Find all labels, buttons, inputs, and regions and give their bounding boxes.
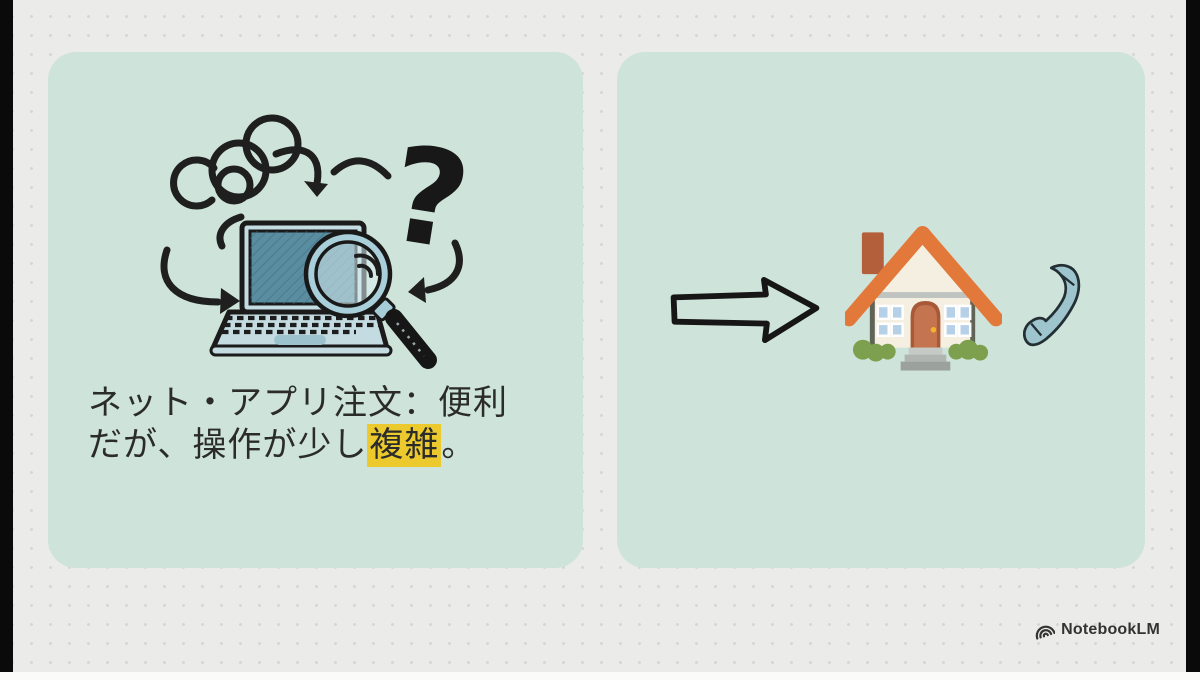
caption-line-2: だが、操作が少し複雑。: [88, 424, 568, 467]
letterbox-right: [1186, 0, 1200, 680]
caption-line-1: ネット・アプリ注文：便利: [88, 384, 508, 422]
scribble-tangle-icon: [208, 114, 302, 205]
right-panel-card: [617, 52, 1145, 568]
block-arrow-right-icon: [670, 276, 820, 344]
telephone-receiver-icon: [1023, 263, 1081, 347]
notebooklm-logo: NotebookLM: [1033, 616, 1160, 644]
caption: ネット・アプリ注文：便利 だが、操作が少し複雑。: [88, 382, 568, 467]
highlighted-word: 複雑: [367, 424, 442, 467]
question-mark-icon: ?: [379, 117, 479, 281]
magnifying-glass-icon: [303, 229, 437, 369]
arc-doodle-icon: [170, 156, 218, 210]
curved-arrow-right-icon: [408, 239, 463, 303]
left-panel-card: ?: [48, 52, 583, 568]
confusion-illustration: ?: [160, 114, 479, 369]
curved-arrow-left-icon: [160, 246, 240, 314]
swoosh-arc-icon: [330, 157, 392, 180]
house-icon: [845, 225, 1002, 371]
letterbox-left: [0, 0, 13, 680]
curved-arrow-down-icon: [272, 146, 328, 197]
arc-doodle-icon: [216, 213, 245, 250]
slide-background: ?: [13, 0, 1186, 672]
brand-name: NotebookLM: [1061, 621, 1160, 638]
notebooklm-logo-icon: [1035, 625, 1056, 640]
bottom-strip: [0, 672, 1200, 680]
